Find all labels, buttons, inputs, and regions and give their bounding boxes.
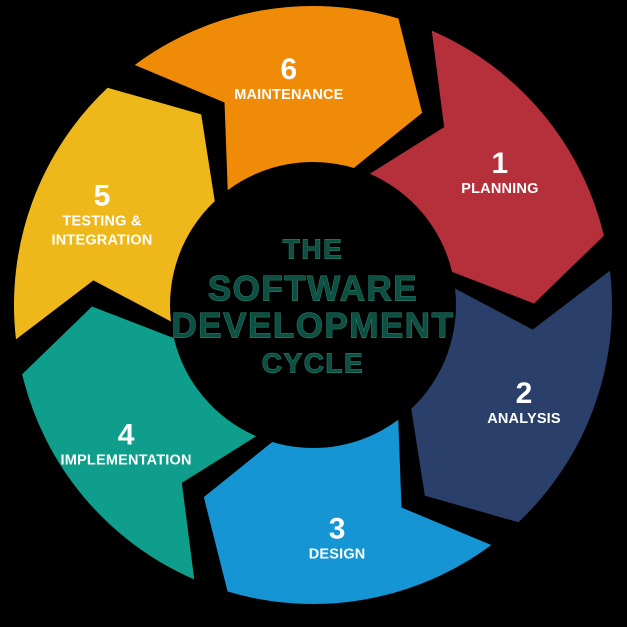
segment-shape[interactable] — [203, 419, 492, 604]
segment-shape[interactable] — [411, 270, 613, 523]
segment-number: 3 — [329, 513, 346, 546]
segment-label: DESIGN — [309, 547, 366, 563]
segment-shape[interactable] — [13, 87, 215, 340]
segment-number: 4 — [118, 419, 135, 452]
segment-label: TESTING & — [62, 213, 141, 229]
segment-shape[interactable] — [369, 30, 604, 304]
hub-title: THE SOFTWARE DEVELOPMENT CYCLE — [171, 233, 455, 379]
segment-number: 5 — [94, 179, 111, 212]
segment-number: 6 — [281, 53, 298, 86]
segments-group: 1PLANNING2ANALYSIS3DESIGN4IMPLEMENTATION… — [13, 6, 613, 604]
hub-title-line-1: THE — [283, 233, 344, 264]
segment-label: PLANNING — [461, 181, 538, 197]
segment-label: IMPLEMENTATION — [61, 453, 192, 469]
segment-shape[interactable] — [134, 6, 423, 191]
segment-number: 1 — [492, 147, 509, 180]
hub-circle — [180, 172, 446, 438]
segment-shape[interactable] — [22, 306, 257, 580]
segment-label: INTEGRATION — [51, 232, 152, 248]
hub-title-line-3: DEVELOPMENT — [172, 306, 455, 345]
segment-label: ANALYSIS — [487, 411, 561, 427]
hub-title-line-4: CYCLE — [262, 347, 364, 378]
hub-title-line-2: SOFTWARE — [208, 269, 418, 308]
segment-label: MAINTENANCE — [234, 87, 343, 103]
segment-number: 2 — [516, 377, 533, 410]
